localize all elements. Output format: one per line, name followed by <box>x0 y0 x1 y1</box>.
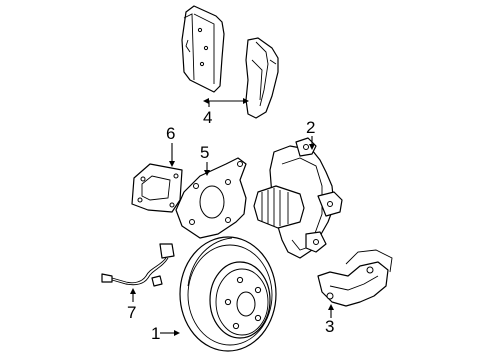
brake-pad-right <box>245 37 279 119</box>
callout-4: 4 <box>203 108 212 127</box>
callout-6: 6 <box>166 124 175 143</box>
leader-4 <box>203 98 249 107</box>
brake-rotor <box>160 236 277 352</box>
gasket-plate <box>131 143 183 213</box>
callout-1: 1 <box>151 324 160 343</box>
adapter-plate <box>175 157 247 239</box>
abs-sensor <box>101 243 175 302</box>
brake-pad-left <box>181 5 225 93</box>
caliper-assembly <box>253 136 343 259</box>
callout-2: 2 <box>306 118 315 137</box>
callout-3: 3 <box>325 317 334 336</box>
callout-5: 5 <box>200 143 209 162</box>
caliper-bracket <box>317 249 393 318</box>
callout-7: 7 <box>127 303 136 322</box>
